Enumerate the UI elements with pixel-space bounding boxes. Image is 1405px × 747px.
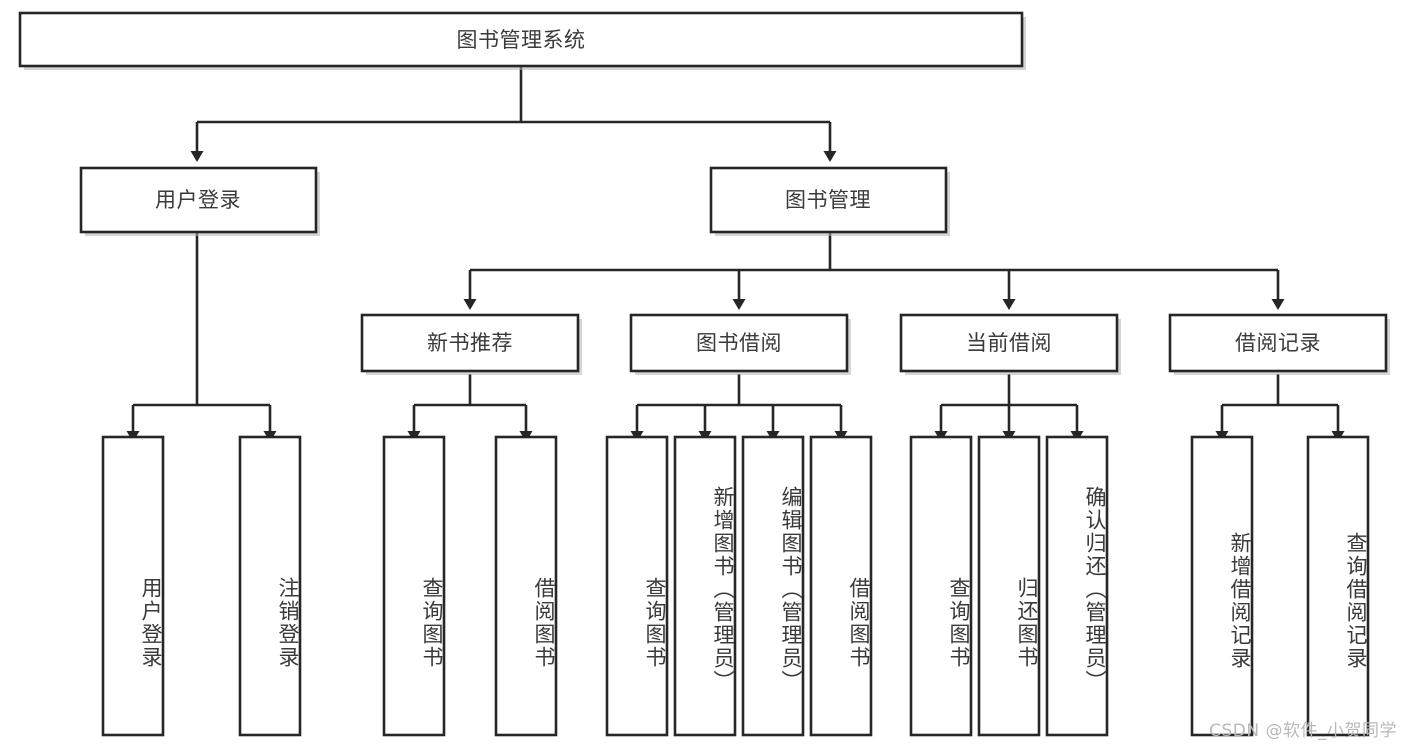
leaf-box-cb-return-book[interactable] (977, 435, 1041, 737)
connectors-root-to-level2 (190, 66, 837, 162)
node-book-borrow-label: 图书借阅 (696, 331, 782, 355)
leaf-boxes-borrow-record (1190, 435, 1370, 737)
node-root[interactable]: 图书管理系统 (18, 11, 1026, 70)
connectors-book-manage-to-level3 (463, 232, 1285, 310)
node-book-manage[interactable]: 图书管理 (709, 166, 950, 236)
leaf-box-nb-borrow-book[interactable] (494, 435, 558, 737)
connectors-book-borrow-to-leaves (630, 374, 848, 442)
node-borrow-record-label: 借阅记录 (1235, 331, 1321, 355)
leaf-box-user-login[interactable] (101, 435, 165, 737)
connectors-user-login-to-leaves (126, 232, 277, 442)
leaf-box-bb-query-book[interactable] (605, 435, 669, 737)
csdn-watermark: CSDN @软件_小贺同学 (1209, 721, 1397, 741)
leaf-box-bb-borrow-book[interactable] (809, 435, 873, 737)
node-book-borrow[interactable]: 图书借阅 (629, 313, 851, 375)
leaf-box-logout[interactable] (238, 435, 302, 737)
connectors-new-book-to-leaves (407, 374, 533, 442)
node-user-login-label: 用户登录 (155, 188, 241, 212)
node-book-manage-label: 图书管理 (785, 188, 871, 212)
node-new-book-recommend-label: 新书推荐 (427, 331, 513, 355)
leaf-boxes-new-book-recommend (382, 435, 558, 737)
node-new-book-recommend[interactable]: 新书推荐 (360, 313, 582, 375)
leaf-box-cb-query-book[interactable] (909, 435, 973, 737)
leaf-boxes-user-login (101, 435, 302, 737)
leaf-box-cb-confirm-return-admin[interactable] (1045, 435, 1109, 737)
connectors-current-borrow-to-leaves (934, 374, 1084, 442)
leaf-box-bb-add-book-admin[interactable] (673, 435, 737, 737)
leaf-box-br-query-record[interactable] (1306, 435, 1370, 737)
node-root-label: 图书管理系统 (457, 28, 586, 52)
leaf-box-bb-edit-book-admin[interactable] (741, 435, 805, 737)
node-current-borrow-label: 当前借阅 (966, 331, 1052, 355)
node-current-borrow[interactable]: 当前借阅 (899, 313, 1121, 375)
node-user-login[interactable]: 用户登录 (79, 166, 320, 236)
leaf-box-br-add-record[interactable] (1190, 435, 1254, 737)
node-borrow-record[interactable]: 借阅记录 (1168, 313, 1390, 375)
leaf-boxes-current-borrow (909, 435, 1109, 737)
leaf-box-nb-query-book[interactable] (382, 435, 446, 737)
leaf-boxes-book-borrow (605, 435, 873, 737)
connectors-borrow-record-to-leaves (1215, 374, 1345, 442)
